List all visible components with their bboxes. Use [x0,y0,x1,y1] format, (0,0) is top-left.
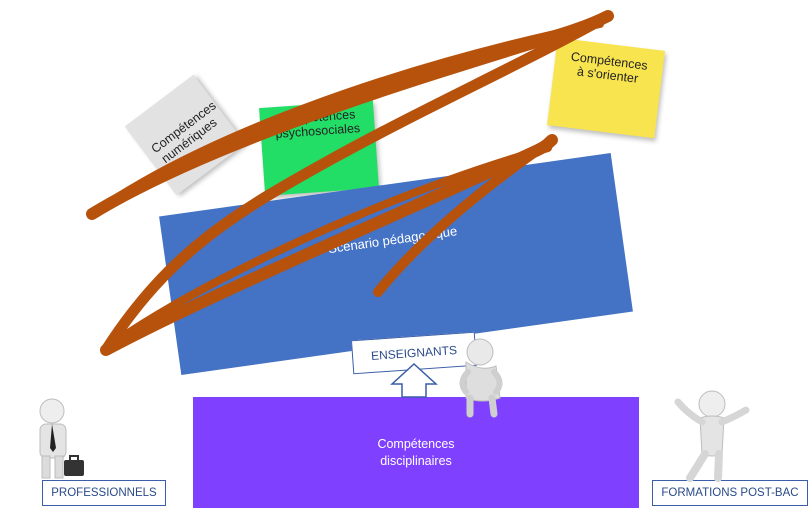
professionnels-label: PROFESSIONNELS [51,487,157,499]
formations-post-bac-label: FORMATIONS POST-BAC [661,487,799,499]
up-arrow-icon [390,362,438,398]
seated-thinking-figure-icon [459,338,503,418]
businessman-figure-icon [39,398,84,479]
scribble-strikethrough [86,10,614,356]
celebrating-figure-icon [674,390,750,482]
competences-disciplinaires-block: Compétences disciplinaires [193,397,639,508]
professionnels-label-box: PROFESSIONNELS [42,480,166,506]
disciplinaires-label: Compétences disciplinaires [377,436,455,468]
formations-post-bac-label-box: FORMATIONS POST-BAC [652,480,808,506]
